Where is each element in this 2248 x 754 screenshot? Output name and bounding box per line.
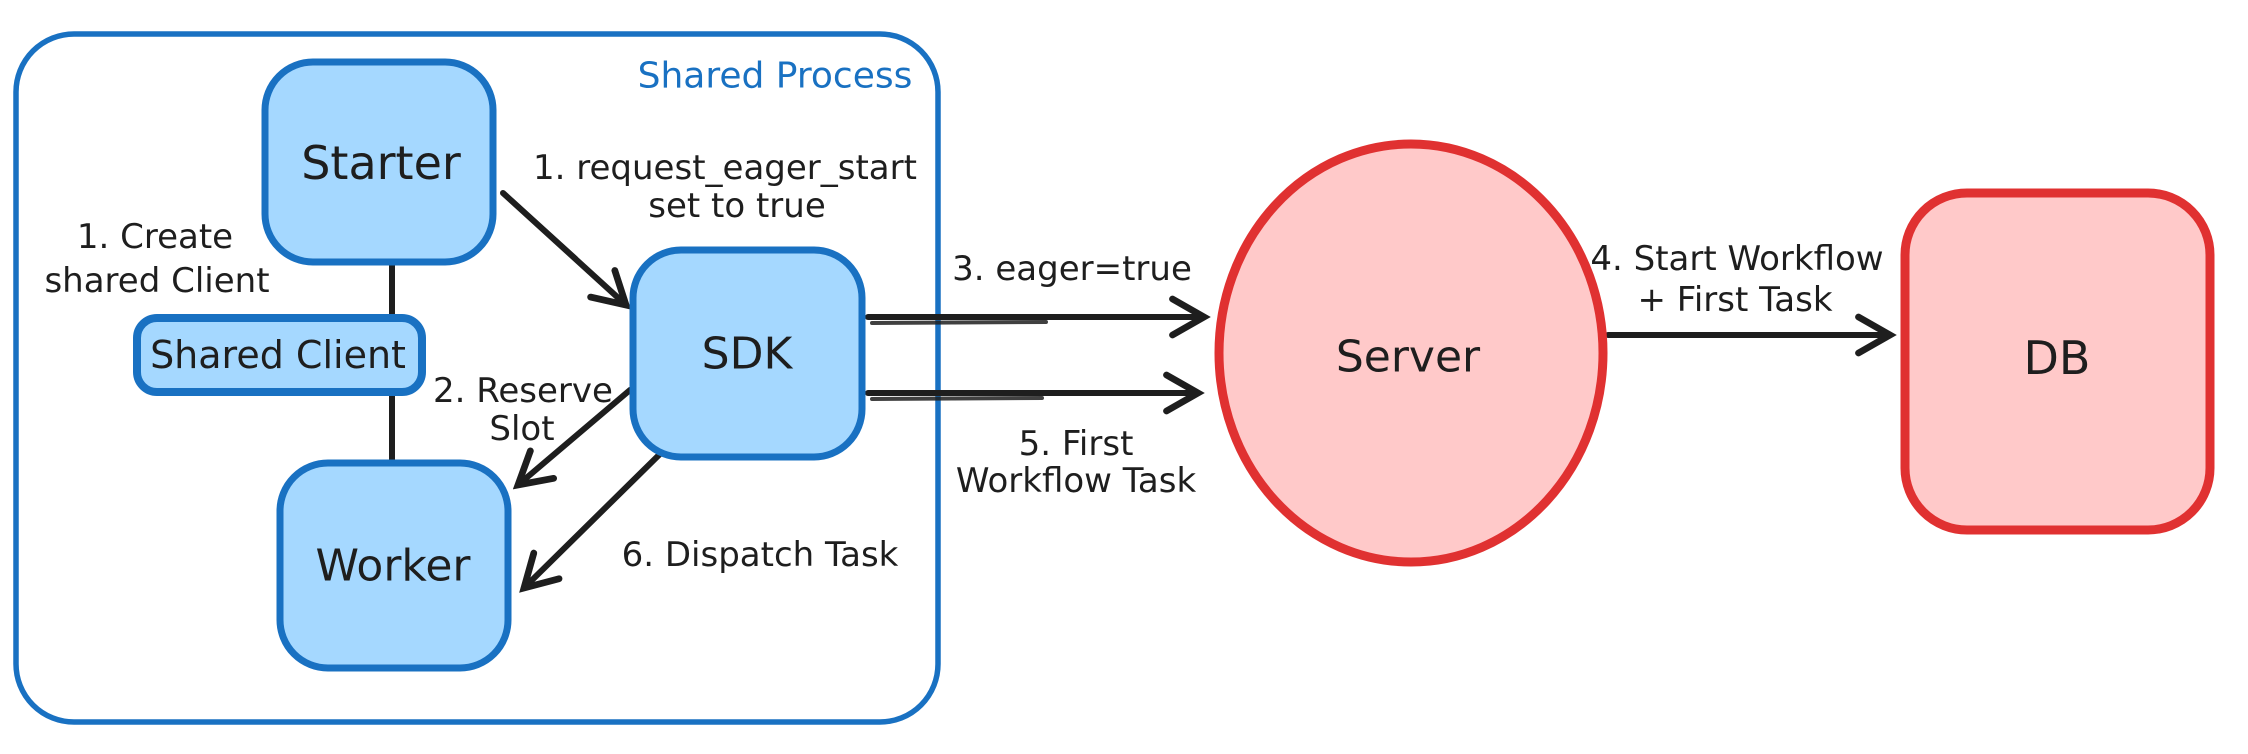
create-shared-client-line1: 1. Create — [77, 217, 233, 257]
start-workflow-line1: 4. Start Workflow — [1590, 239, 1883, 279]
sdk-node — [629, 246, 866, 461]
dispatch-task-line1: 6. Dispatch Task — [622, 535, 899, 575]
shared-client-node — [133, 314, 426, 396]
worker-node — [276, 459, 512, 672]
annotation-create-shared-client: 1. Create shared Client — [44, 217, 269, 301]
reserve-slot-line2: Slot — [489, 409, 554, 449]
start-workflow-line2: + First Task — [1637, 280, 1832, 320]
shared-process-label: Shared Process — [638, 56, 913, 97]
arrow-dispatch-task — [519, 449, 665, 593]
server-node — [1214, 139, 1608, 567]
arrow-reserve-slot — [512, 387, 633, 490]
annotation-start-workflow: 4. Start Workflow + First Task — [1590, 239, 1883, 320]
server-label: Server — [1336, 332, 1481, 383]
annotation-dispatch-task: 6. Dispatch Task — [622, 535, 899, 575]
db-label: DB — [2024, 331, 2091, 385]
arrow-eager-true — [865, 295, 1211, 339]
shared-client-label: Shared Client — [150, 333, 406, 377]
db-node — [1900, 188, 2215, 535]
request-eager-start-line2: set to true — [648, 186, 826, 226]
first-workflow-task-line1: 5. First — [1019, 424, 1134, 464]
annotation-request-eager-start: 1. request_eager_start set to true — [533, 148, 917, 226]
reserve-slot-line1: 2. Reserve — [433, 371, 613, 411]
starter-label: Starter — [301, 136, 461, 190]
annotation-reserve-slot: 2. Reserve Slot — [433, 371, 613, 449]
arrow-request-eager-start — [500, 190, 632, 310]
worker-label: Worker — [315, 541, 471, 592]
request-eager-start-line1: 1. request_eager_start — [533, 148, 917, 188]
sdk-label: SDK — [702, 329, 794, 380]
arrow-first-workflow-task — [865, 371, 1205, 415]
create-shared-client-line2: shared Client — [44, 261, 269, 301]
annotation-eager-true: 3. eager=true — [952, 249, 1192, 289]
first-workflow-task-line2: Workflow Task — [956, 461, 1197, 501]
annotation-first-workflow-task: 5. First Workflow Task — [956, 424, 1197, 501]
starter-node — [261, 58, 497, 266]
shared-process-container — [13, 31, 941, 725]
eager-true-line1: 3. eager=true — [952, 249, 1192, 289]
